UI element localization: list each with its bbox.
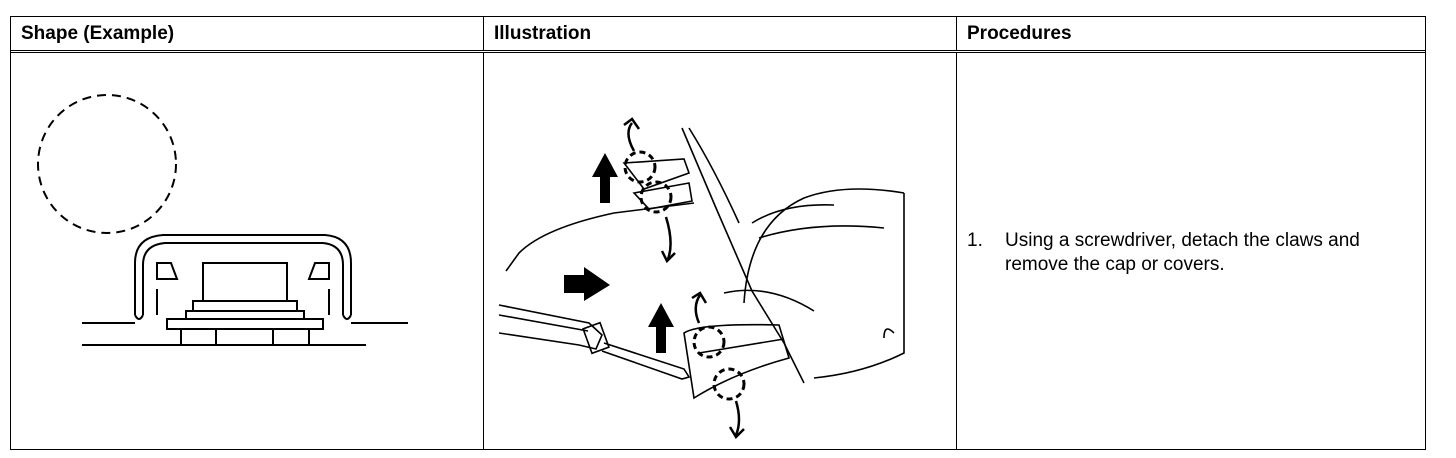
claw-marker-icon (712, 367, 746, 401)
cap-cross-section-icon (37, 94, 408, 346)
claw-marker-icon (639, 180, 673, 214)
procedure-table: Shape (Example) Illustration Procedures (10, 16, 1426, 450)
screwdriver-icon (498, 304, 691, 380)
curved-arrow-icon (627, 122, 636, 152)
procedures-cell: 1. Using a screwdriver, detach the claws… (957, 53, 1425, 449)
dashed-circle-icon (37, 94, 177, 234)
header-shape: Shape (Example) (11, 17, 484, 50)
shape-cell (11, 53, 484, 449)
arrow-up-icon (592, 153, 618, 203)
arrow-right-icon (564, 267, 610, 301)
table-row: 1. Using a screwdriver, detach the claws… (11, 53, 1425, 449)
claw-marker-icon (692, 325, 726, 359)
header-procedures: Procedures (967, 23, 1072, 44)
step-text: Using a screwdriver, detach the claws an… (1005, 230, 1360, 275)
removal-illustration (498, 117, 905, 440)
procedure-step: 1. Using a screwdriver, detach the claws… (967, 229, 1405, 277)
step-number: 1. (967, 230, 983, 251)
curved-arrow-icon (734, 400, 741, 436)
claw-marker-icon (623, 150, 657, 184)
curved-arrow-icon (664, 216, 672, 260)
arrow-up-icon (648, 303, 674, 353)
table-header: Shape (Example) Illustration Procedures (11, 17, 1425, 53)
header-illustration: Illustration (484, 17, 957, 50)
illustration-cell (484, 53, 957, 449)
curved-arrow-icon (694, 294, 702, 324)
